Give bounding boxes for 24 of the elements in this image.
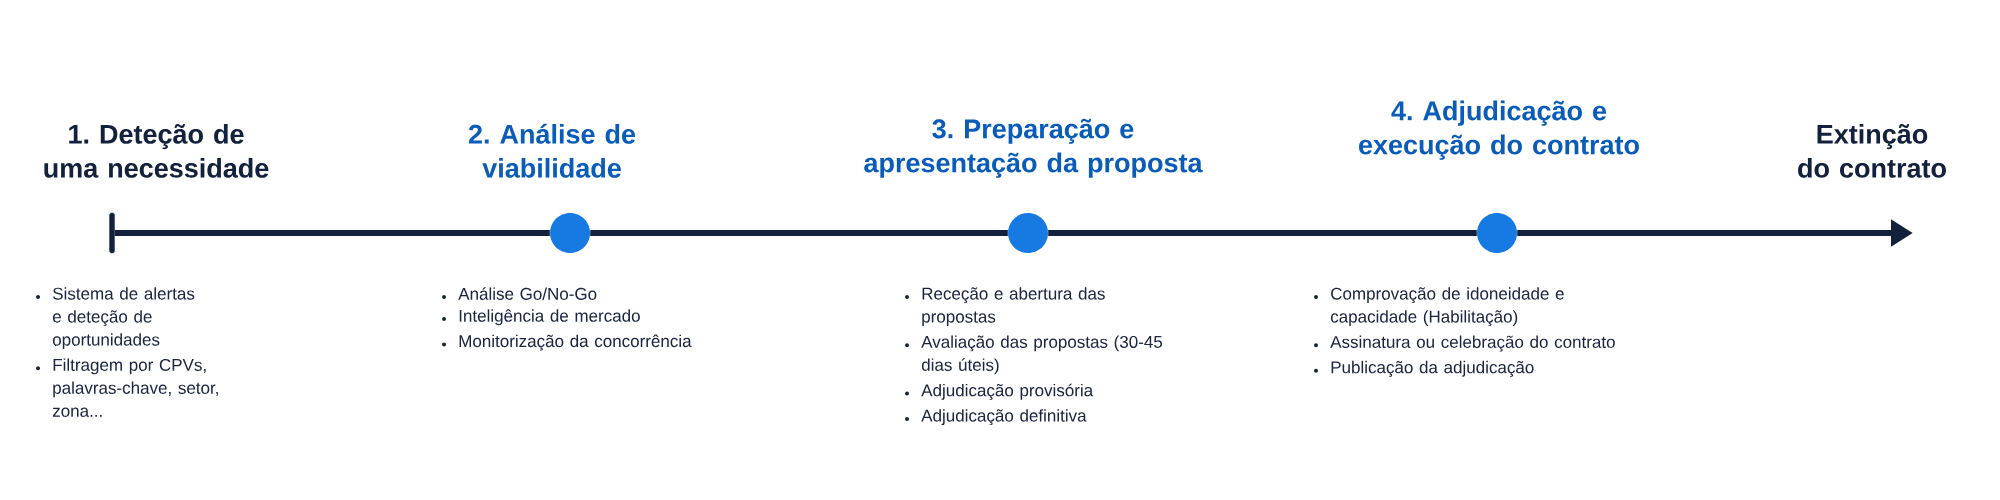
timeline-line — [590, 230, 1008, 236]
stage-heading: 4. Adjudicação e execução do contrato — [1359, 100, 1639, 160]
timeline-line — [114, 230, 550, 236]
bullet-item: Adjudicação provisória — [905, 383, 1094, 400]
bullet-item: Comprovação de idoneidade e capacidade (Habilitação) — [1314, 287, 1564, 327]
bullet-item: Publicação da adjudicação — [1314, 360, 1534, 377]
bullet-item: Assinatura ou celebração do contrato — [1314, 335, 1615, 352]
bullet-item: Inteligência de mercado — [442, 309, 640, 326]
bullet-item: Sistema de alertas e deteção de oportunidades — [36, 287, 195, 350]
bullet-item: Avaliação das propostas (30-45 dias úteis) — [905, 335, 1163, 375]
timeline-marker — [1477, 213, 1517, 253]
bullet-item: Receção e abertura das propostas — [905, 287, 1105, 327]
bullet-item: Filtragem por CPVs, palavras-chave, setor, zona... — [36, 358, 218, 417]
bullet-item: Adjudicação definitiva — [905, 409, 1087, 426]
timeline-marker — [1008, 213, 1048, 253]
timeline-start-bar — [109, 212, 115, 254]
bullet-item: Análise Go/No-Go — [442, 287, 597, 300]
stage-heading: 1. Deteção de uma necessidade — [44, 123, 269, 178]
stage-heading: 2. Análise de viabilidade — [468, 123, 636, 178]
bullet-item: Monitorização da concorrência — [442, 334, 692, 351]
timeline-marker — [550, 213, 590, 253]
timeline-line — [1048, 230, 1477, 236]
stage-heading: 3. Preparação e apresentação da proposta — [864, 118, 1203, 178]
stage-heading: Extinção do contrato — [1798, 123, 1946, 178]
